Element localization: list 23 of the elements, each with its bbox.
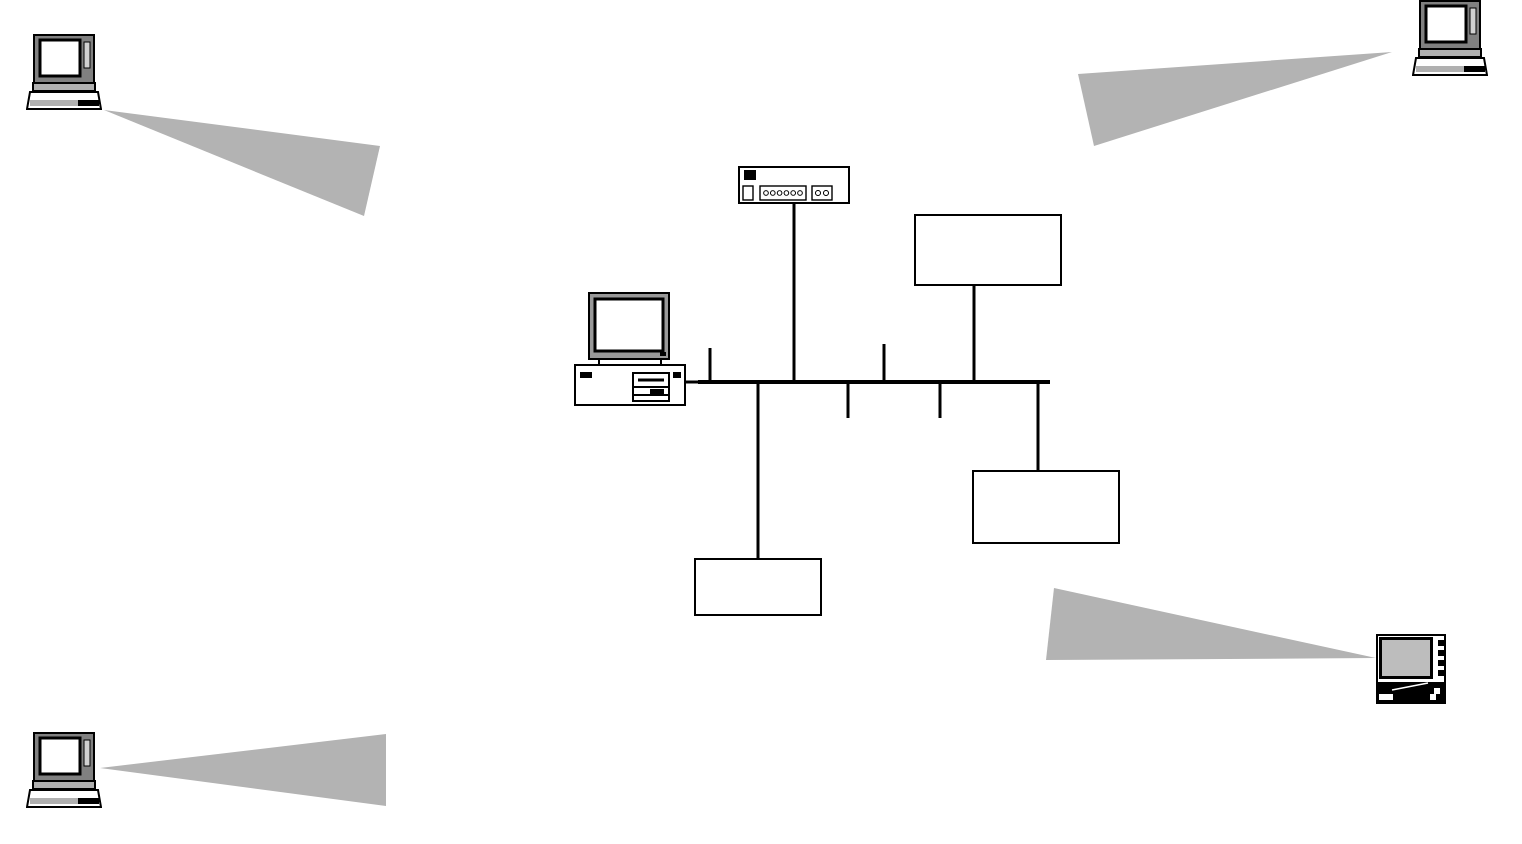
laptop-icon xyxy=(26,732,102,808)
laptop-icon xyxy=(26,34,102,110)
network-bus-line xyxy=(698,380,1050,384)
wireless-beam xyxy=(1078,52,1392,146)
empty-box xyxy=(694,558,822,616)
network-cable xyxy=(792,204,796,380)
laptop-icon xyxy=(1412,0,1488,76)
empty-box xyxy=(972,470,1120,544)
empty-box xyxy=(914,214,1062,286)
wireless-beam xyxy=(104,110,380,216)
wireless-beam xyxy=(100,734,386,806)
network-cable xyxy=(972,286,976,380)
network-switch-icon xyxy=(738,166,850,204)
desktop-computer-icon xyxy=(574,292,686,406)
cable-stub xyxy=(938,384,942,418)
cable-stub xyxy=(708,348,712,380)
wireless-beam xyxy=(1046,588,1376,660)
network-cable xyxy=(756,384,760,558)
cable-stub xyxy=(846,384,850,418)
network-cable xyxy=(1036,384,1040,470)
network-cable xyxy=(686,380,698,384)
handheld-device-icon xyxy=(1376,634,1446,704)
cable-stub xyxy=(882,344,886,380)
